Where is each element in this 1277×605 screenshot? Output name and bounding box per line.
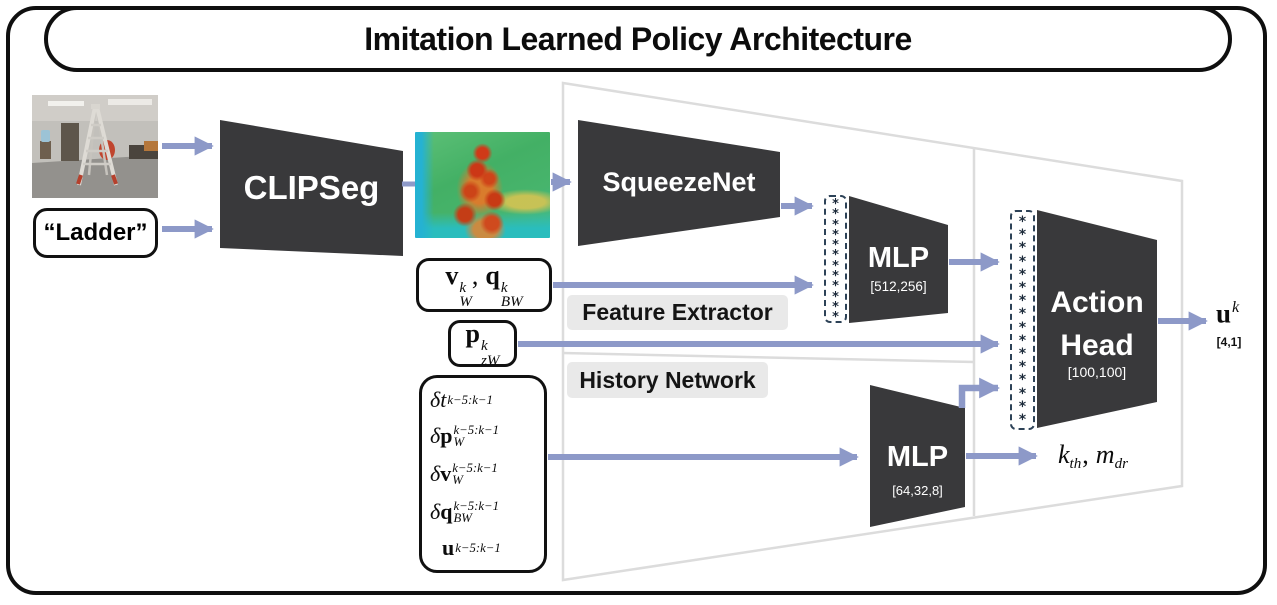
action-head-block <box>1037 210 1157 428</box>
math-delta: δ <box>430 423 441 449</box>
photo-door <box>61 123 79 161</box>
mlp-feature-dims: [512,256] <box>870 278 927 294</box>
photo-ladder-leg <box>77 106 97 186</box>
photo-ceiling-light <box>108 99 152 105</box>
math-k: k <box>1058 440 1070 469</box>
math-u-hist: u <box>442 535 455 561</box>
photo-ceiling-light <box>48 101 84 106</box>
math-v-sup: k <box>459 279 467 296</box>
math-hist-sub: W <box>452 472 463 487</box>
math-p-sup: k <box>481 338 488 355</box>
math-v: v <box>445 260 459 290</box>
mlp-feature-block <box>849 196 948 323</box>
action-head-label-line2: Head <box>1060 329 1134 362</box>
math-p-sub: zW <box>481 352 500 369</box>
region-divider-horizontal <box>562 351 975 364</box>
math-hist-sub: BW <box>453 510 472 525</box>
math-hist-sub: W <box>453 435 465 450</box>
clipseg-block <box>220 120 403 256</box>
math-v-hist: v <box>440 460 452 486</box>
math-hist-sup: k−5:k−1 <box>453 423 500 438</box>
output-gains: kth,mdr <box>1058 440 1178 473</box>
math-u-sup: k <box>1232 298 1240 316</box>
mlp-history-block <box>870 385 965 527</box>
arrow-mlp-history-to-action-concat <box>958 377 1000 408</box>
camera-image-ladder-scene <box>32 95 158 198</box>
photo-ladder-top <box>91 104 100 109</box>
math-delta: δ <box>430 498 441 524</box>
math-hist-sup: k−5:k−1 <box>447 392 493 407</box>
text-prompt: “Ladder” <box>43 219 148 246</box>
math-m: m <box>1095 440 1115 469</box>
math-q-sup: k <box>500 279 508 296</box>
feature-concat-box: * * * * * * * * * * * * <box>824 195 847 326</box>
mlp-feature-label: MLP <box>867 241 930 274</box>
math-m-sub: dr <box>1114 455 1128 472</box>
math-p: p <box>465 319 481 349</box>
title-banner: Imitation Learned Policy Architecture <box>44 6 1232 72</box>
action-concat-box: * * * * * * * * * * * * * * * * <box>1010 210 1035 430</box>
photo-ladder-leg <box>95 106 118 186</box>
feature-concat-asterisks: * * * * * * * * * * * * <box>831 197 840 326</box>
output-u-dims: [4,1] <box>1216 335 1242 349</box>
math-k-sub: th <box>1069 455 1082 472</box>
policy-region-outline <box>561 81 1184 582</box>
figure-title: Imitation Learned Policy Architecture <box>364 20 912 57</box>
math-p-hist: p <box>440 423 453 449</box>
output-u: uk <box>1216 298 1276 330</box>
math-v-sub: W <box>459 294 472 311</box>
photo-floor <box>32 155 158 198</box>
math-separator: , <box>471 260 479 290</box>
photo-ladder-red-foot <box>76 174 83 185</box>
action-concat-asterisks: * * * * * * * * * * * * * * * * <box>1018 214 1027 429</box>
clipseg-heatmap-image <box>415 132 550 238</box>
math-hist-sup: k−5:k−1 <box>452 460 498 475</box>
squeezenet-label: SqueezeNet <box>602 167 756 197</box>
clipseg-label: CLIPSeg <box>243 168 380 206</box>
math-delta: δ <box>430 386 441 412</box>
photo-water-jug <box>41 130 50 142</box>
math-u-out: u <box>1216 298 1232 329</box>
history-network-label: History Network <box>567 362 768 398</box>
photo-pedestal <box>40 141 51 159</box>
text-prompt-box: “Ladder” <box>33 208 158 258</box>
squeezenet-block <box>578 120 780 246</box>
math-hist-sup: k−5:k−1 <box>453 498 500 513</box>
feature-extractor-label: Feature Extractor <box>567 295 788 330</box>
math-gains-separator: , <box>1082 440 1089 469</box>
action-head-label-line1: Action <box>1050 286 1144 319</box>
math-hist-sup: k−5:k−1 <box>455 541 501 556</box>
action-head-dims: [100,100] <box>1067 364 1127 380</box>
math-delta: δ <box>430 460 441 486</box>
photo-ladder-red-foot <box>111 174 118 185</box>
math-q-hist: q <box>440 498 453 524</box>
math-q-sub: BW <box>500 294 523 311</box>
mlp-history-dims: [64,32,8] <box>892 482 943 498</box>
math-t: t <box>440 386 447 412</box>
mlp-history-label: MLP <box>886 440 949 473</box>
math-q: q <box>485 260 500 290</box>
photo-orange-box <box>144 141 158 151</box>
